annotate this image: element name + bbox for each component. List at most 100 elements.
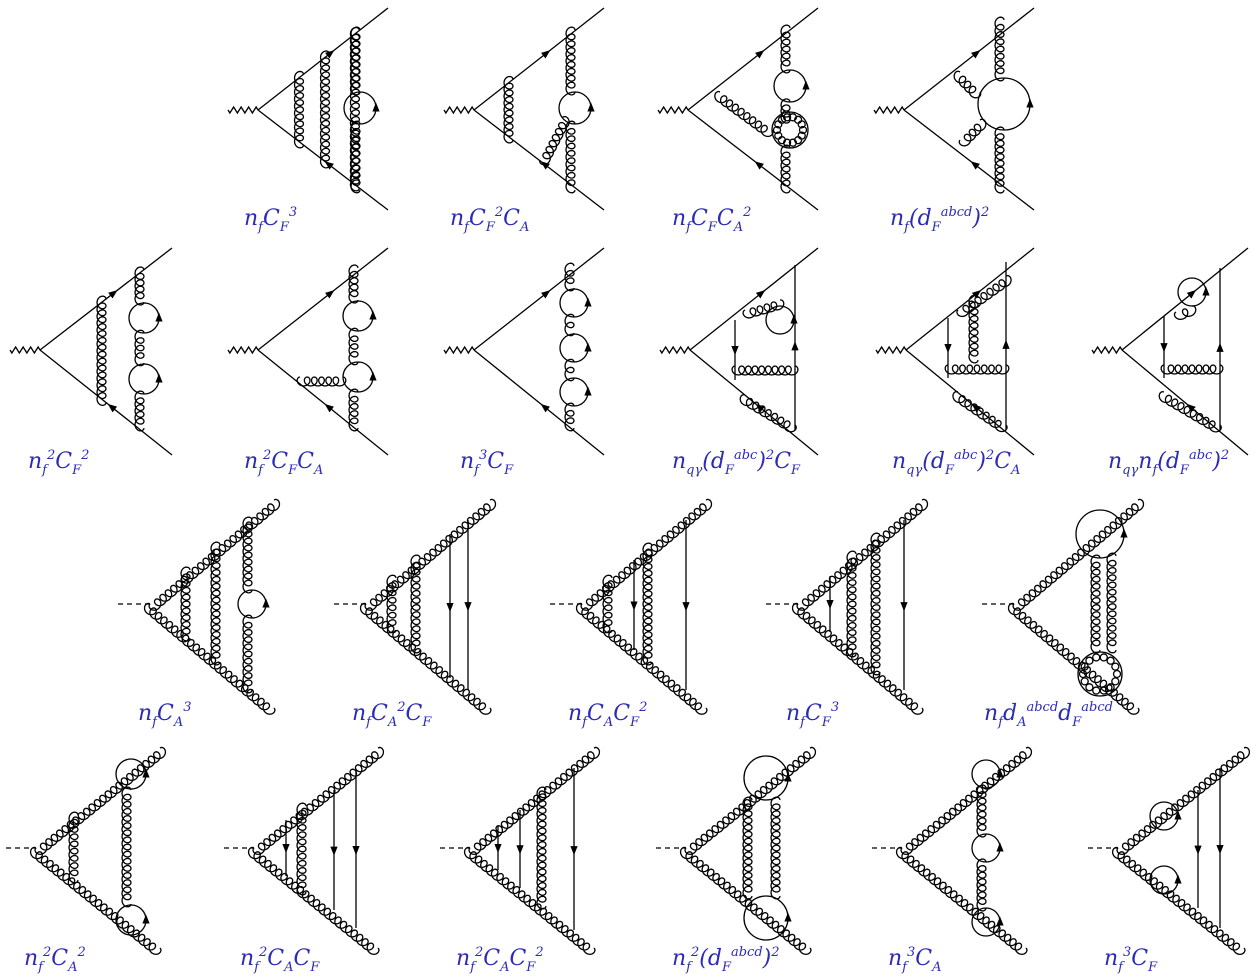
gluon-curly-line	[243, 517, 252, 593]
gluon-curly-line	[135, 330, 144, 366]
fermion-loop	[1150, 802, 1178, 830]
photon-wavy-line	[1092, 347, 1122, 353]
arrow-icon	[759, 293, 762, 295]
fermion-loop	[774, 70, 806, 102]
photon-wavy-line	[228, 107, 258, 113]
fermion-loop	[116, 905, 146, 935]
arrow-icon	[111, 293, 114, 295]
gluon-curly-line	[1161, 365, 1223, 374]
gluon-curly-line	[465, 847, 595, 954]
fermion-loop	[129, 303, 159, 333]
gluon-loop	[774, 114, 807, 146]
gluon-curly-line	[243, 615, 252, 693]
caption-r1c1: nfCF3	[244, 205, 297, 235]
gluon-curly-line	[566, 27, 575, 95]
gluon-curly-line	[297, 803, 306, 895]
gluon-curly-line	[135, 391, 144, 431]
gluon-curly-line	[253, 747, 383, 854]
gluon-curly-line	[781, 145, 790, 193]
photon-wavy-line	[658, 107, 688, 113]
arrow-icon	[544, 293, 547, 295]
gluon-curly-line	[743, 797, 752, 899]
gluon-curly-line	[977, 859, 986, 911]
gluon-curly-line	[321, 51, 330, 168]
caption-r3c5: nfdAabcddFabcd	[984, 700, 1113, 730]
gluon-curly-line	[365, 499, 495, 610]
gluon-curly-line	[537, 787, 546, 909]
gluon-curly-line	[715, 92, 773, 137]
gluon-curly-line	[797, 499, 927, 610]
caption-r1c2: nfCF2CA	[450, 205, 529, 235]
gluon-curly-line	[469, 747, 599, 854]
caption-r4c3: nf2CACF2	[456, 945, 544, 975]
fermion-line	[474, 248, 604, 350]
fermion-line	[904, 8, 1034, 110]
gluon-curly-line	[732, 366, 798, 375]
fermion-line	[904, 110, 1034, 210]
gluon-curly-line	[97, 296, 106, 405]
gluon-loop	[766, 306, 794, 334]
gluon-curly-line	[1117, 747, 1249, 854]
arrow-icon	[974, 164, 977, 166]
caption-r3c1: nfCA3	[138, 700, 192, 730]
gluon-curly-line	[959, 119, 986, 145]
caption-r2c1: nf2CF2	[28, 448, 89, 478]
gluon-curly-line	[361, 603, 491, 714]
photon-wavy-line	[444, 107, 474, 113]
gluon-curly-line	[901, 747, 1031, 854]
arrow-icon	[974, 53, 977, 55]
gluon-curly-line	[566, 121, 575, 193]
fermion-loop	[238, 590, 266, 618]
gluon-curly-line	[540, 117, 569, 165]
gluon-curly-line	[740, 395, 796, 432]
fermion-loop	[343, 301, 373, 331]
arrow-icon	[328, 293, 331, 295]
gluon-curly-line	[957, 276, 1011, 317]
gluon-curly-line	[1107, 553, 1116, 653]
gluon-curly-line	[122, 787, 131, 907]
gluon-curly-line	[297, 377, 346, 386]
caption-r2c6: nqγnf(dFabc)2	[1108, 448, 1229, 478]
gluon-curly-line	[969, 295, 978, 363]
gluon-curly-line	[1013, 499, 1143, 610]
gluon-curly-line	[1009, 603, 1139, 714]
arrow-icon	[758, 164, 761, 166]
fermion-loop	[560, 289, 588, 317]
gluon-curly-line	[69, 812, 78, 883]
caption-r3c4: nfCF3	[786, 700, 839, 730]
fermion-line	[1122, 350, 1248, 455]
caption-r4c2: nf2CACF	[240, 945, 319, 975]
caption-r4c1: nf2CA2	[24, 945, 86, 975]
gluon-curly-line	[504, 77, 513, 143]
gluon-curly-line	[1113, 847, 1245, 954]
gluon-curly-line	[349, 328, 358, 364]
photon-wavy-line	[874, 107, 904, 113]
caption-r2c4: nqγ(dFabc)2CF	[672, 448, 800, 478]
arrow-icon	[758, 53, 761, 55]
gluon-curly-line	[577, 603, 707, 714]
gluon-curly-line	[954, 71, 981, 98]
photon-wavy-line	[444, 347, 474, 353]
caption-r3c3: nfCACF2	[568, 700, 647, 730]
caption-r4c4: nf2(dFabcd)2	[672, 945, 780, 975]
gluon-curly-line	[349, 265, 358, 303]
photon-wavy-line	[876, 347, 906, 353]
caption-r2c2: nf2CFCA	[244, 448, 323, 478]
caption-r1c4: nf(dFabcd)2	[890, 205, 989, 235]
gluon-curly-line	[771, 797, 780, 899]
fermion-loop	[344, 92, 376, 124]
fermion-line	[690, 248, 818, 350]
caption-r3c2: nfCA2CF	[352, 700, 431, 730]
caption-r2c5: nqγ(dFabc)2CA	[892, 448, 1020, 478]
fermion-line	[474, 110, 604, 210]
fermion-loop	[1178, 278, 1206, 306]
arrow-icon	[1190, 293, 1193, 295]
arrow-icon	[328, 407, 331, 409]
gluon-curly-line	[295, 71, 304, 147]
fermion-loop	[972, 908, 1000, 936]
photon-wavy-line	[10, 347, 40, 353]
arrow-icon	[111, 407, 114, 409]
gluon-curly-line	[871, 533, 880, 675]
fermion-line	[258, 248, 388, 350]
